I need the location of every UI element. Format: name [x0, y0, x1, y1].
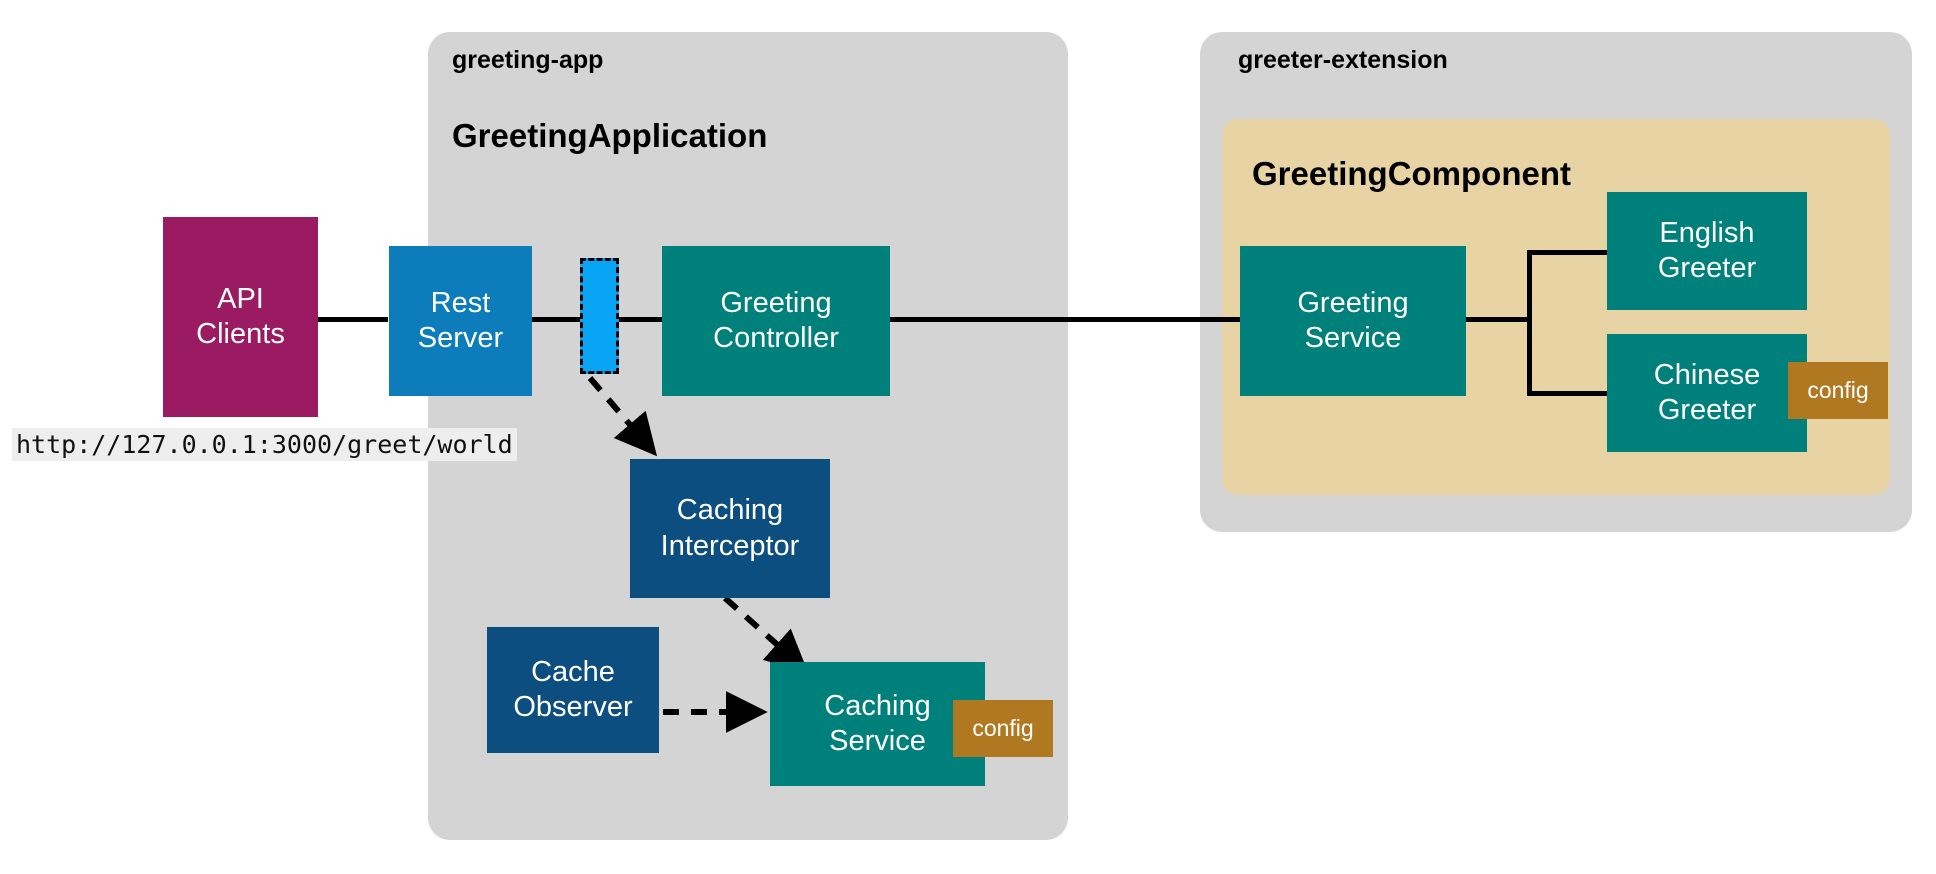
node-sequence-dashed-marker[interactable] — [580, 258, 619, 374]
node-rest-server-label-line2: Server — [417, 322, 504, 354]
edge-branch-to-chinese-greeter — [1527, 391, 1607, 396]
node-english-greeter-label-line2: Greeter — [1657, 252, 1757, 284]
node-greeting-service-label-line2: Service — [1304, 322, 1402, 354]
node-caching-interceptor-label-line2: Interceptor — [660, 529, 800, 562]
node-greeting-controller[interactable]: Greeting Controller — [662, 246, 890, 396]
container-greeter-extension-package-label: greeter-extension — [1238, 46, 1448, 74]
node-greeting-service-label-line1: Greeting — [1297, 286, 1409, 319]
node-caching-interceptor-label-line1: Caching — [676, 494, 784, 527]
node-api-clients-label-line1: API — [217, 282, 264, 315]
edge-greeting-controller-to-greeting-service — [890, 317, 1240, 322]
edge-greeter-branch-bus — [1527, 250, 1532, 396]
node-caching-interceptor[interactable]: Caching Interceptor — [630, 459, 830, 598]
edge-branch-to-english-greeter — [1527, 250, 1607, 255]
node-english-greeter[interactable]: English Greeter — [1607, 192, 1807, 310]
edge-api-clients-to-rest-server — [318, 317, 388, 322]
badge-config-chinese-greeter[interactable]: config — [1788, 362, 1888, 419]
container-greeting-app-package-label: greeting-app — [452, 46, 604, 74]
container-greeting-app-class-label: GreetingApplication — [452, 117, 768, 154]
node-cache-observer-label-line2: Observer — [513, 691, 633, 723]
node-english-greeter-label-line1: English — [1659, 216, 1755, 249]
node-cache-observer-label-line1: Cache — [531, 655, 615, 688]
node-caching-service[interactable]: Caching Service — [770, 662, 985, 786]
node-greeting-controller-label-line2: Controller — [713, 322, 839, 354]
node-chinese-greeter-label-line1: Chinese — [1653, 358, 1761, 391]
node-api-clients[interactable]: API Clients — [163, 217, 318, 417]
node-chinese-greeter[interactable]: Chinese Greeter — [1607, 334, 1807, 452]
node-greeting-controller-label-line1: Greeting — [720, 286, 832, 319]
annotation-request-url: http://127.0.0.1:3000/greet/world — [12, 428, 517, 461]
container-greeting-component-class-label: GreetingComponent — [1252, 155, 1571, 192]
node-rest-server[interactable]: Rest Server — [389, 246, 532, 396]
badge-config-caching-service[interactable]: config — [953, 700, 1053, 757]
edge-greeting-service-stub — [1466, 317, 1530, 322]
node-caching-service-label-line2: Service — [829, 725, 926, 757]
node-caching-service-label-line1: Caching — [824, 689, 931, 722]
node-cache-observer[interactable]: Cache Observer — [487, 627, 659, 753]
node-rest-server-label-line1: Rest — [430, 286, 491, 319]
node-greeting-service[interactable]: Greeting Service — [1240, 246, 1466, 396]
node-chinese-greeter-label-line2: Greeter — [1657, 394, 1757, 426]
node-api-clients-label-line2: Clients — [196, 318, 285, 350]
